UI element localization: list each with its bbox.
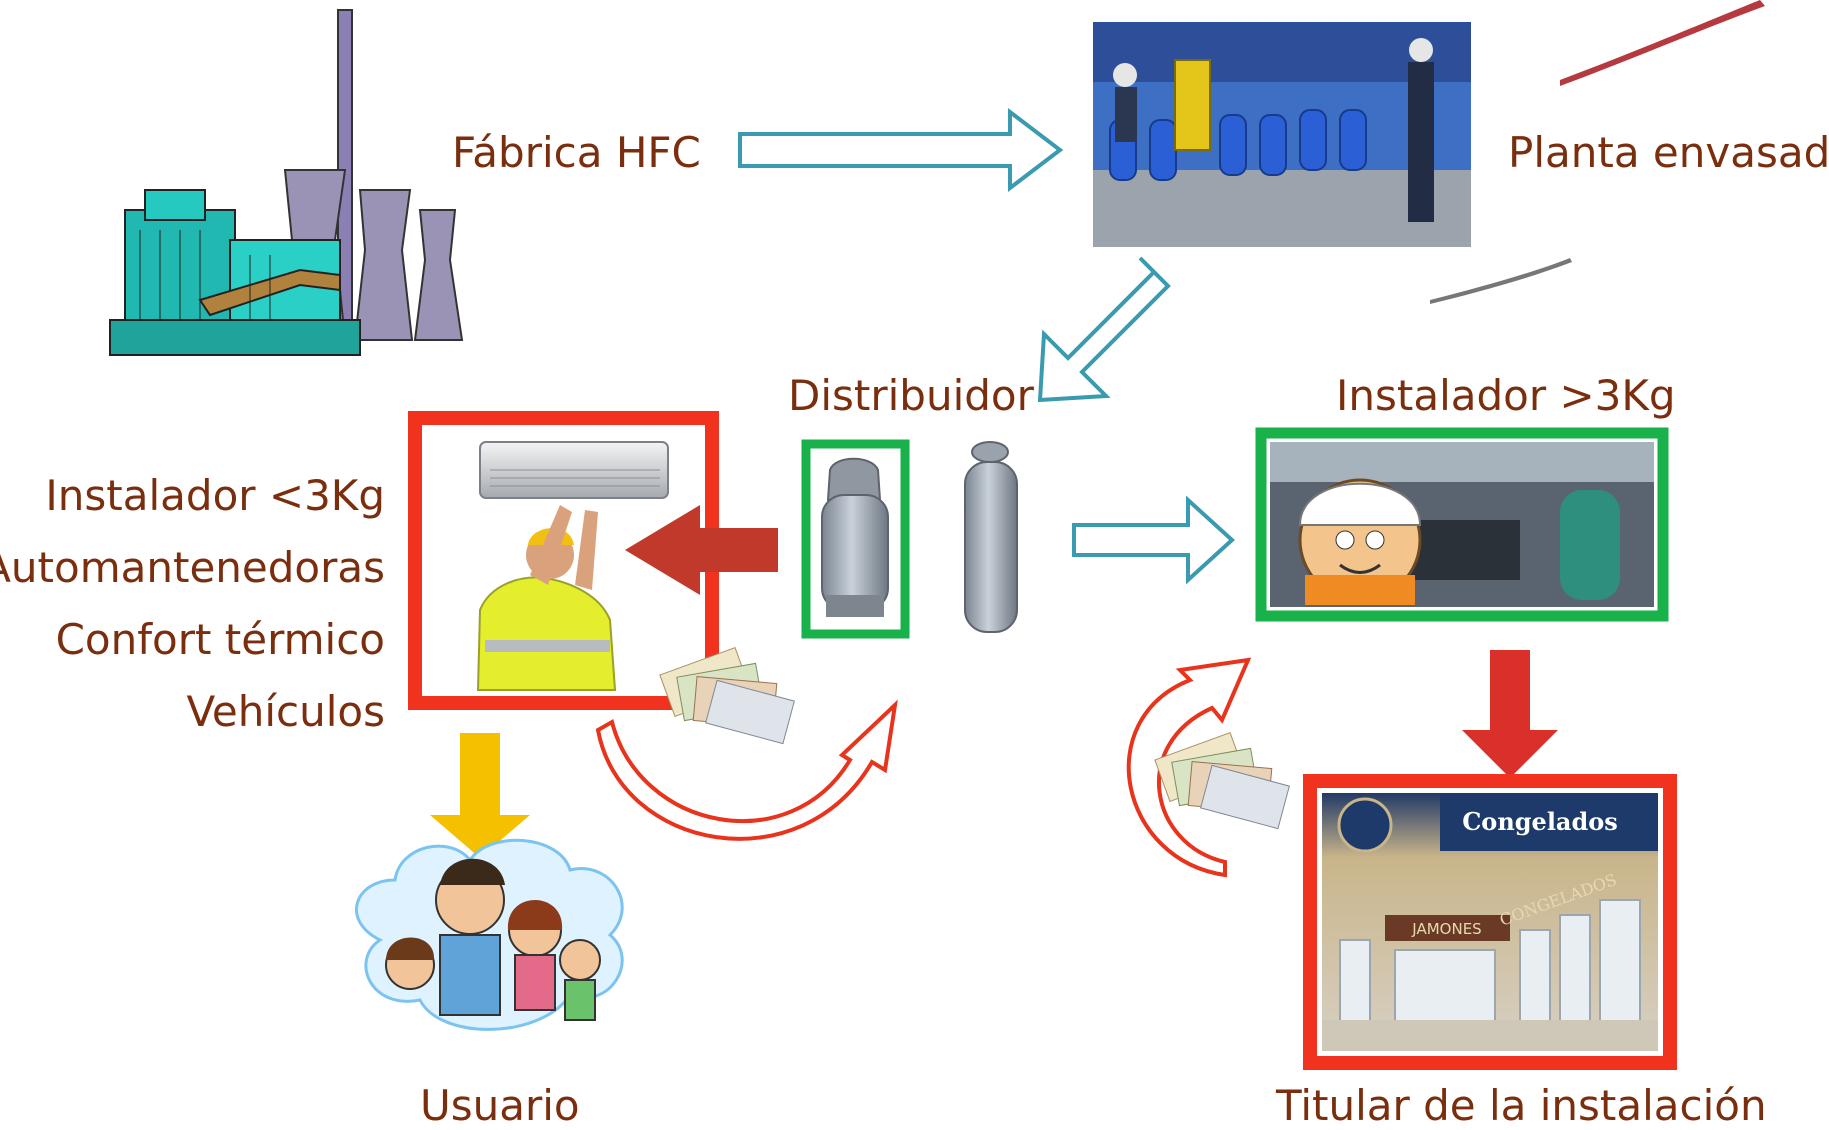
supermarket-sign-text: Congelados (1462, 807, 1618, 836)
label-vehiculos: Vehículos (186, 687, 385, 736)
flow-arrow-distribuidor-instalador (1072, 495, 1235, 585)
supermarket-aisle-text: JAMONES (1411, 920, 1481, 938)
euro-banknotes-left (659, 647, 795, 745)
gas-cylinder-tall (964, 441, 1018, 633)
supermarket-freezer-photo: Congelados JAMONES CONGELADOS (1322, 793, 1658, 1051)
label-distribuidor: Distribuidor (788, 371, 1034, 420)
label-instalador-menor: Instalador <3Kg (45, 471, 385, 520)
label-planta-envasado: Planta envasado (1508, 128, 1829, 177)
label-fabrica-hfc: Fábrica HFC (452, 128, 701, 177)
gas-cylinder-small (821, 457, 889, 617)
planta-envasado-photo (1093, 22, 1471, 247)
label-usuario: Usuario (420, 1081, 580, 1130)
flow-arrow-fabrica-planta (738, 107, 1064, 193)
red-arrow-distribuidor-to-instalador (625, 505, 778, 595)
red-arrow-instalador-to-titular (1462, 650, 1558, 778)
decorative-swoosh-top (1560, 0, 1765, 86)
payment-curved-arrow-right (1126, 657, 1252, 878)
euro-banknotes-right (1154, 732, 1290, 830)
payment-curved-arrow-left (595, 699, 898, 841)
factory-illustration (109, 9, 464, 356)
flow-arrow-planta-distribuidor (1037, 256, 1171, 403)
label-automantenedoras: Automantenedoras (0, 543, 385, 592)
technician-ac-photo (476, 441, 669, 691)
label-instalador-mayor: Instalador >3Kg (1336, 371, 1676, 420)
refrigeration-plant-photo (1270, 442, 1654, 607)
yellow-arrow-to-usuario (430, 733, 530, 858)
label-confort-termico: Confort térmico (55, 615, 385, 664)
label-titular: Titular de la instalación (1276, 1081, 1767, 1130)
family-illustration (354, 838, 624, 1031)
label-instalador-menor-group: Instalador <3Kg Automantenedoras Confort… (0, 460, 385, 748)
decorative-swoosh-bottom (1430, 258, 1572, 304)
